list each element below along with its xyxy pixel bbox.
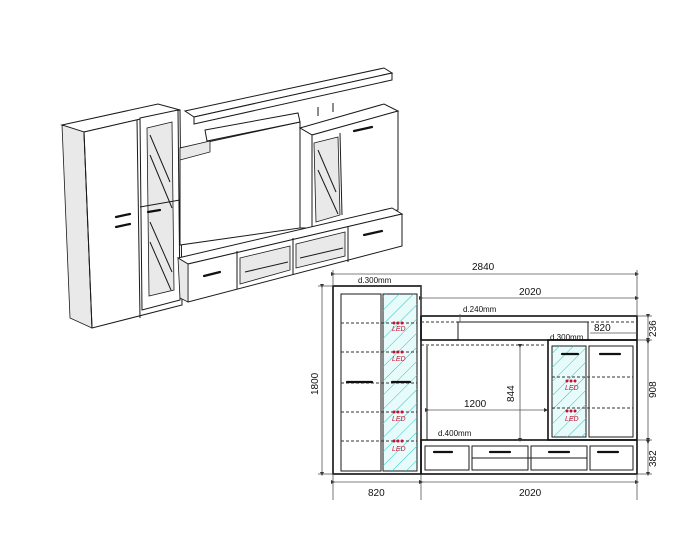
tv-stand	[176, 207, 404, 303]
dim-total-height: 1800	[310, 372, 321, 395]
top-shelf	[183, 67, 394, 125]
low-unit-front	[420, 439, 638, 475]
right-upper-cabinet	[298, 103, 400, 229]
dim-right-width: 820	[594, 323, 611, 334]
dim-depth-low: d.400mm	[438, 429, 472, 438]
led-label: LED	[392, 446, 406, 453]
dim-opening-height: 844	[506, 385, 517, 402]
dim-depth-shelf: d.240mm	[463, 305, 497, 314]
dim-cabinet-height: 908	[648, 381, 659, 398]
back-wall	[179, 112, 301, 246]
dim-top-width: 2020	[519, 287, 542, 298]
dim-opening-width: 1200	[464, 399, 487, 410]
led-label: LED	[565, 416, 579, 423]
left-tall-cabinet	[60, 103, 183, 329]
dim-depth-left: d.300mm	[358, 276, 392, 285]
led-label: LED	[392, 416, 406, 423]
led-label: LED	[565, 385, 579, 392]
led-label: LED	[392, 326, 406, 333]
left-solid-door	[340, 293, 382, 472]
isometric-view	[60, 67, 404, 329]
dim-depth-right: d.300mm	[550, 333, 584, 342]
dim-bottom-right: 2020	[519, 488, 542, 499]
dim-total-width: 2840	[472, 262, 495, 273]
dim-shelf-height: 236	[648, 320, 659, 337]
led-markers-right: LED LED	[565, 379, 579, 423]
dim-base-height: 382	[648, 450, 659, 467]
led-label: LED	[392, 356, 406, 363]
dimension-lines: 2840 d.300mm 2020 d.240mm 820 d.300mm 23…	[310, 262, 659, 500]
led-markers-left: LED LED LED LED	[392, 321, 406, 453]
right-solid-door	[588, 345, 634, 438]
front-elevation: LED LED LED LED LED LED	[332, 285, 638, 475]
dim-bottom-left: 820	[368, 488, 385, 499]
